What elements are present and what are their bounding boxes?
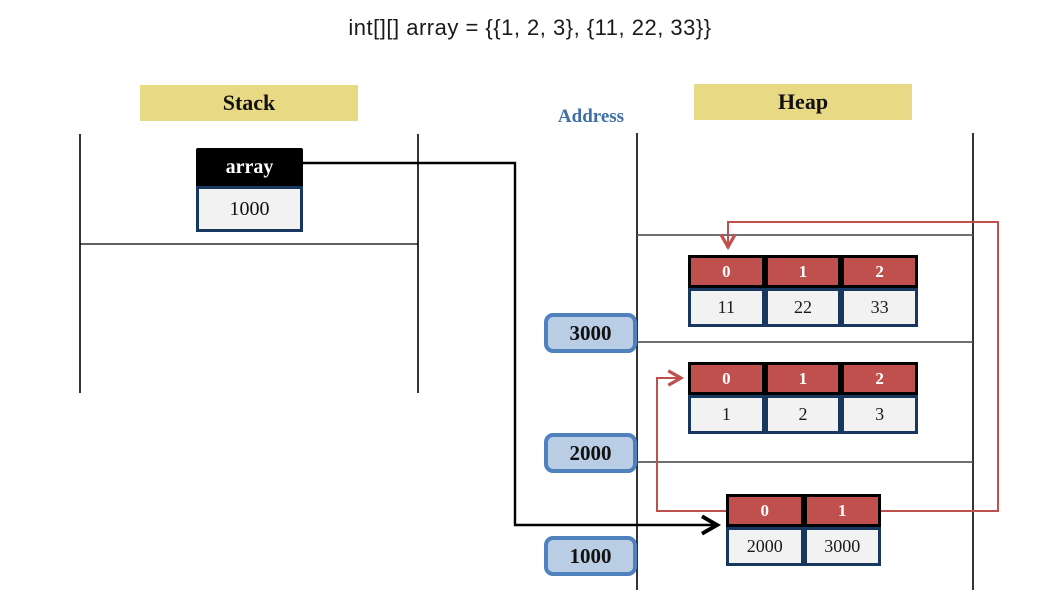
pointer-element0-to-2000	[656, 369, 726, 512]
value-cell: 11	[688, 288, 765, 327]
index-cell: 1	[803, 494, 881, 527]
index-cell: 0	[688, 255, 765, 288]
variable-name: array	[196, 148, 303, 186]
index-cell: 1	[764, 362, 842, 395]
value-row: 2000 3000	[726, 527, 881, 566]
address-box-2000: 2000	[544, 433, 637, 473]
index-cell: 0	[726, 494, 804, 527]
index-cell: 2	[841, 362, 919, 395]
pointer-element1-to-3000	[719, 221, 999, 512]
heap-table-3000: 0 1 2 11 22 33	[688, 255, 919, 327]
index-row: 0 1	[726, 494, 881, 527]
pointer-array-to-1000	[303, 161, 721, 536]
value-cell: 2	[764, 395, 842, 434]
index-cell: 2	[841, 255, 919, 288]
address-label: Address	[557, 106, 625, 127]
code-title: int[][] array = {{1, 2, 3}, {11, 22, 33}…	[348, 15, 712, 40]
value-cell: 22	[764, 288, 842, 327]
value-cell: 1	[688, 395, 765, 434]
index-row: 0 1 2	[688, 362, 919, 395]
value-cell: 33	[841, 288, 919, 327]
heap-table-2000: 0 1 2 1 2 3	[688, 362, 919, 434]
heap-label: Heap	[694, 84, 912, 120]
value-row: 11 22 33	[688, 288, 919, 327]
value-cell: 2000	[726, 527, 804, 566]
address-box-3000: 3000	[544, 313, 637, 353]
stack-label: Stack	[140, 85, 358, 121]
address-box-1000: 1000	[544, 536, 637, 576]
index-cell: 0	[688, 362, 765, 395]
stack-variable-box: array 1000	[196, 148, 303, 232]
variable-value: 1000	[196, 186, 303, 232]
value-row: 1 2 3	[688, 395, 919, 434]
index-cell: 1	[764, 255, 842, 288]
value-cell: 3000	[803, 527, 881, 566]
index-row: 0 1 2	[688, 255, 919, 288]
value-cell: 3	[841, 395, 919, 434]
heap-table-1000: 0 1 2000 3000	[726, 494, 881, 566]
